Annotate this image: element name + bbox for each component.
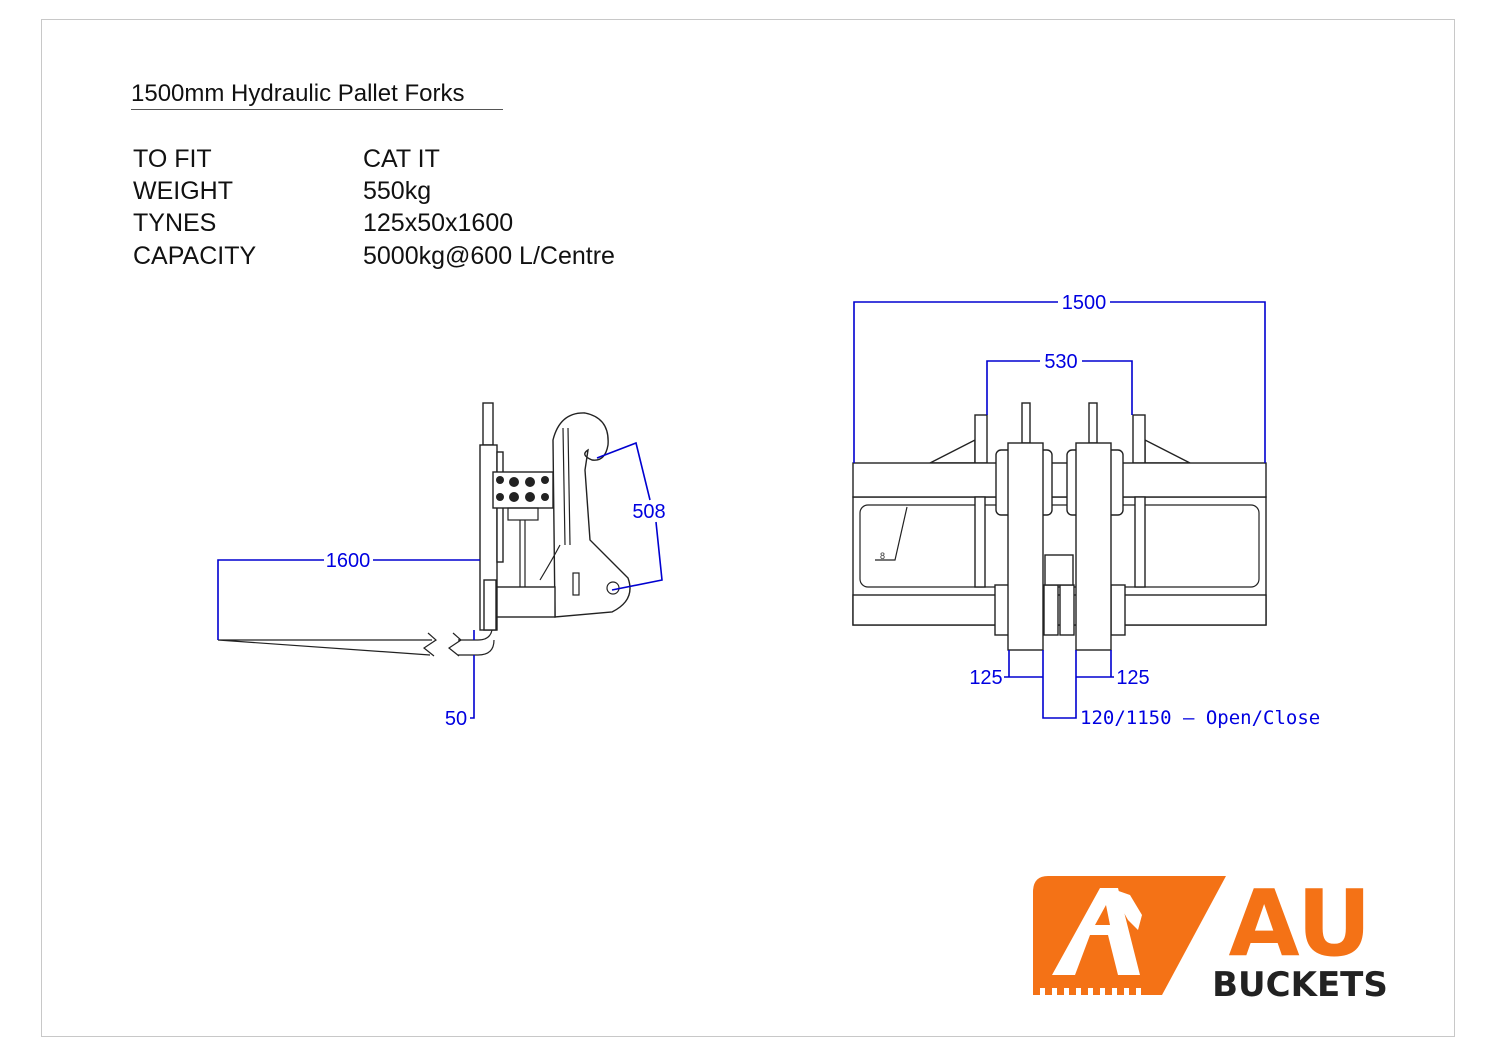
spec-label: TO FIT bbox=[133, 145, 212, 173]
spec-value: 550kg bbox=[363, 177, 432, 205]
spec-value: CAT IT bbox=[363, 145, 440, 173]
drawing-title: 1500mm Hydraulic Pallet Forks bbox=[131, 80, 503, 110]
dim-tine-width-right: 125 bbox=[1116, 667, 1149, 689]
spec-label: WEIGHT bbox=[133, 177, 233, 205]
dim-tine-width-left: 125 bbox=[969, 667, 1002, 689]
weld-note: 8 bbox=[880, 551, 885, 561]
spec-label: TYNES bbox=[133, 209, 217, 237]
dim-overall-width: 1500 bbox=[1062, 292, 1107, 314]
spec-value: 125x50x1600 bbox=[363, 209, 514, 237]
spec-label: CAPACITY bbox=[133, 242, 257, 270]
drawing-border bbox=[41, 19, 1455, 1037]
dim-tine-thickness: 50 bbox=[445, 708, 467, 730]
dim-spread: 120/1150 — Open/Close bbox=[1080, 707, 1320, 729]
au-buckets-logo: AU BUCKETS bbox=[1033, 870, 1388, 1005]
front-view: 8 1500 530 125 125 120/1150 — Open/Close bbox=[852, 292, 1320, 729]
logo-name: BUCKETS bbox=[1212, 965, 1388, 1005]
dim-hook-to-pin: 508 bbox=[632, 501, 665, 523]
dim-mount-width: 530 bbox=[1044, 351, 1077, 373]
spec-value: 5000kg@600 L/Centre bbox=[363, 242, 615, 270]
logo-mark: AU bbox=[1228, 870, 1371, 977]
side-view: 1600 508 50 bbox=[217, 402, 666, 730]
dim-tine-length: 1600 bbox=[326, 550, 371, 572]
